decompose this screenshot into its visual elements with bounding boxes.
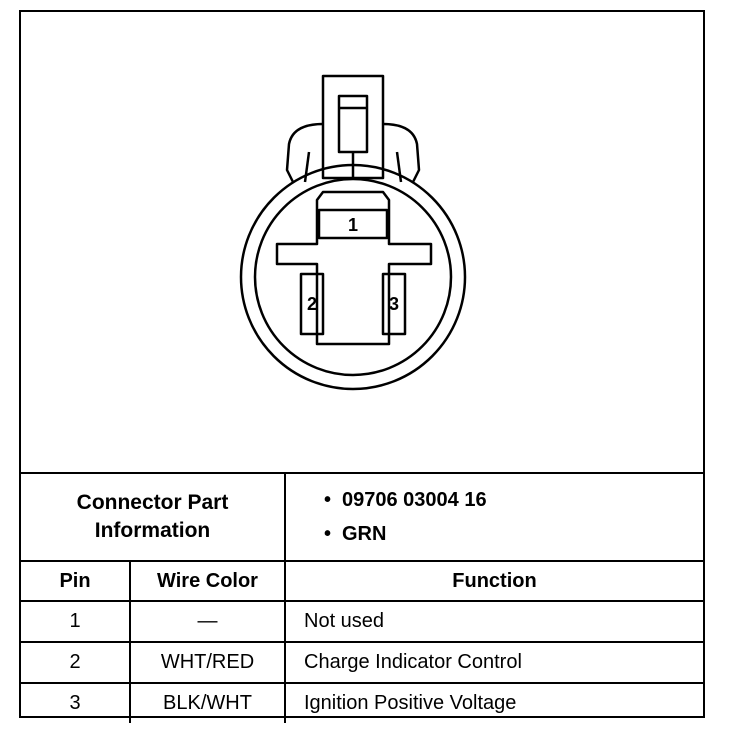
connector-part-label: Connector Part [76,491,229,514]
connector-table: Connector Part Information •09706 03004 … [21,472,703,723]
part-number-item: •09706 03004 16 [324,483,703,517]
pin-cavity [275,190,433,346]
connector-face-diagram: 1 2 3 [21,12,703,472]
pin-cell: 3 [21,682,131,723]
connector-latch [321,74,385,180]
information-label: Information [94,519,211,542]
connector-color-item: •GRN [324,517,703,551]
table-row: 3 BLK/WHT Ignition Positive Voltage [21,682,703,723]
table-header-row: Pin Wire Color Function [21,560,703,602]
pin-column-header: Pin [21,560,131,602]
function-cell: Ignition Positive Voltage [284,682,703,723]
wire-color-column-header: Wire Color [129,560,286,602]
table-row: 2 WHT/RED Charge Indicator Control [21,641,703,684]
connector-housing [239,122,467,391]
connector-face-svg: 1 2 3 [239,74,467,391]
bullet-icon: • [324,489,332,511]
connector-part-info-values: •09706 03004 16 •GRN [284,472,703,562]
pin-3-label: 3 [389,294,399,314]
bullet-icon: • [324,523,332,545]
function-column-header: Function [284,560,703,602]
pin-cell: 2 [21,641,131,684]
pin-1-label: 1 [348,215,358,235]
function-cell: Charge Indicator Control [284,641,703,684]
table-row: 1 — Not used [21,600,703,643]
wire-color-cell: BLK/WHT [129,682,286,723]
connector-part-info-label: Connector Part Information [21,472,286,562]
function-cell: Not used [284,600,703,643]
wire-color-cell: — [129,600,286,643]
connector-sheet: 1 2 3 Connector Part Information •09706 … [19,10,705,723]
pin-cell: 1 [21,600,131,643]
wire-color-cell: WHT/RED [129,641,286,684]
pin-2-label: 2 [307,294,317,314]
